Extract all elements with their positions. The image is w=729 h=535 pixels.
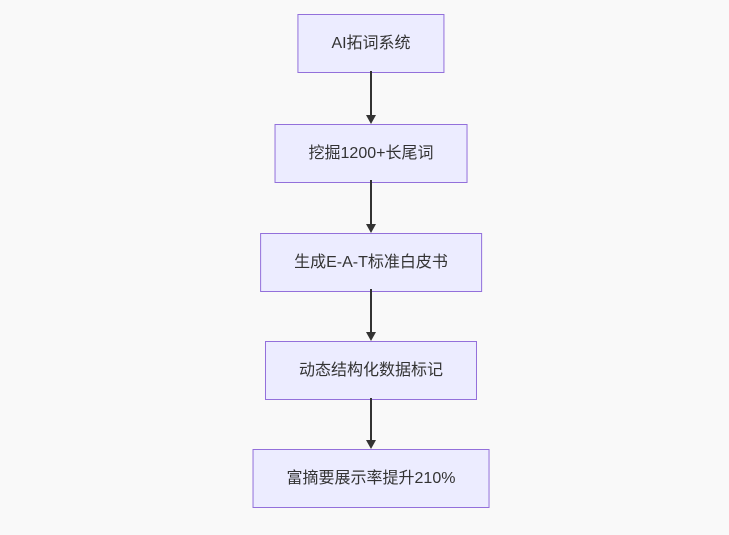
flow-node-rich-snippet-rate-increase: 富摘要展示率提升210% bbox=[252, 449, 490, 508]
arrowhead-down-icon bbox=[366, 115, 376, 124]
flow-node-dynamic-structured-data-markup: 动态结构化数据标记 bbox=[264, 341, 478, 400]
arrowhead-down-icon bbox=[366, 224, 376, 233]
arrowhead-down-icon bbox=[366, 332, 376, 341]
flow-edge-3 bbox=[365, 289, 377, 341]
flow-edge-2 bbox=[365, 180, 377, 233]
edge-line bbox=[370, 398, 372, 440]
flow-node-ai-keyword-system: AI拓词系统 bbox=[297, 14, 445, 73]
edge-line bbox=[370, 71, 372, 115]
flow-edge-1 bbox=[365, 71, 377, 124]
flow-node-mine-longtail-keywords: 挖掘1200+长尾词 bbox=[274, 124, 468, 183]
edge-line bbox=[370, 180, 372, 224]
flow-edge-4 bbox=[365, 398, 377, 449]
arrowhead-down-icon bbox=[366, 440, 376, 449]
edge-line bbox=[370, 289, 372, 332]
flow-node-generate-eat-whitepaper: 生成E-A-T标准白皮书 bbox=[260, 233, 482, 292]
